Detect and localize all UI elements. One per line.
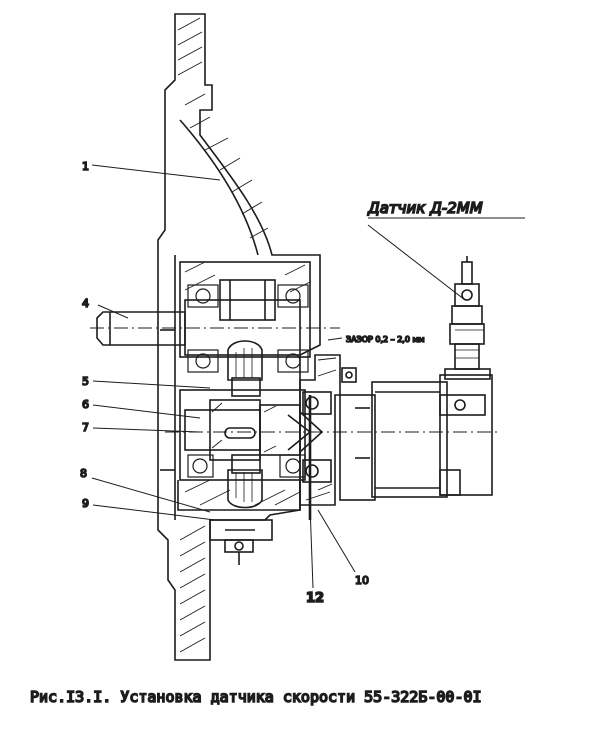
part-label-7: 7 — [82, 421, 89, 434]
part-label-6: 6 — [82, 398, 89, 411]
leader-lines — [91, 164, 525, 589]
gap-label: ЗАЗОР 0,2 – 2,0 мм — [346, 335, 425, 344]
mounting-bolt — [209, 519, 273, 565]
sensor-cover — [299, 354, 357, 520]
part-label-12: 12 — [306, 591, 324, 606]
part-label-9: 9 — [82, 497, 89, 510]
sensor-label: Датчик Д-2ММ — [367, 199, 483, 217]
part-label-4: 4 — [82, 297, 89, 310]
housing-flange — [157, 13, 321, 661]
gears — [227, 340, 263, 509]
part-label-10: 10 — [355, 574, 369, 587]
sensor-connector — [444, 256, 491, 380]
bearings — [187, 284, 309, 478]
part-label-5: 5 — [82, 375, 89, 388]
upper-shaft — [90, 279, 340, 356]
sensor-body — [339, 374, 493, 501]
lower-shaft — [165, 399, 500, 461]
gearbox-casing — [177, 261, 311, 511]
part-label-8: 8 — [80, 467, 87, 480]
figure-caption: Рис.I3.I. Установка датчика скорости 55-… — [30, 688, 482, 706]
part-label-1: 1 — [82, 160, 89, 173]
